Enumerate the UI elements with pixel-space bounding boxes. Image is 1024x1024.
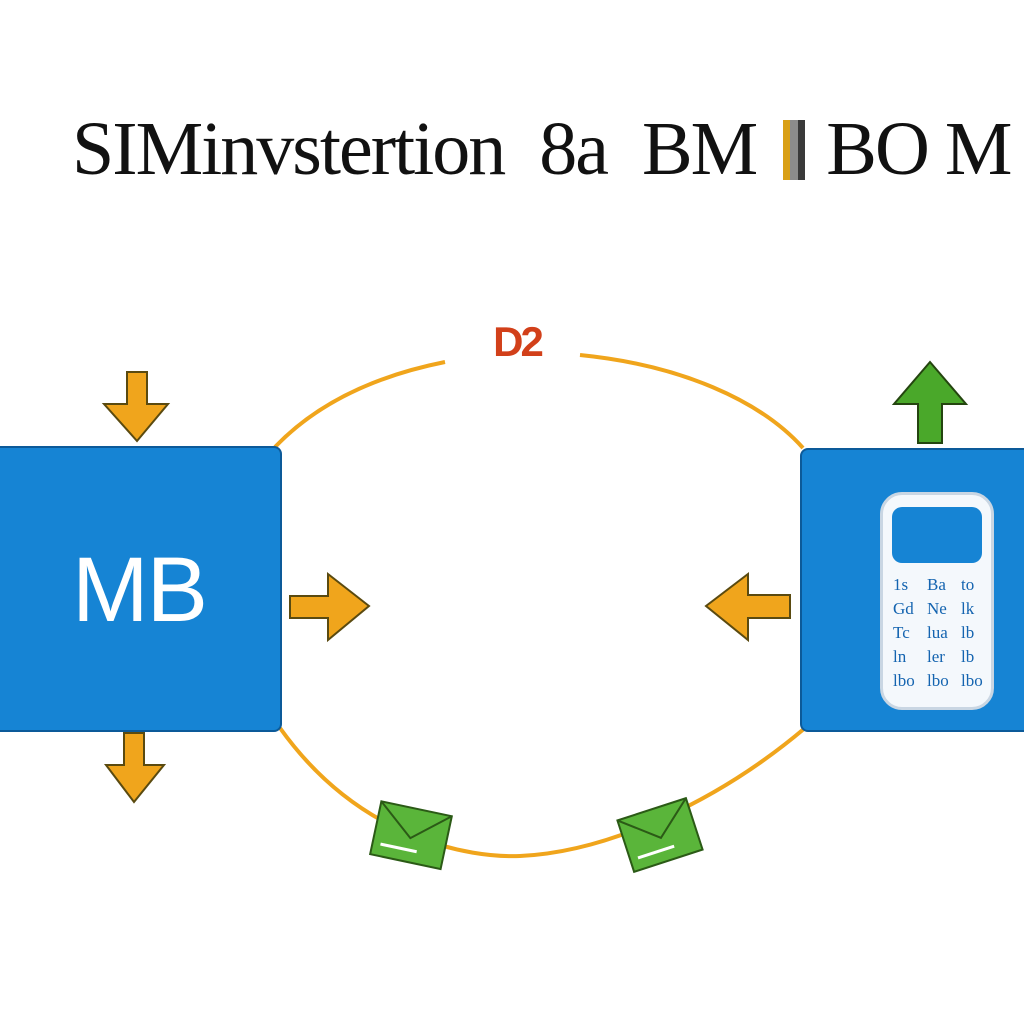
diagram-title: SIMinvstertion 8a BM BO M: [0, 104, 1024, 194]
title-part-4: BO M: [826, 107, 1012, 191]
phone-key: lb: [961, 623, 975, 642]
phone-key: ln: [893, 647, 907, 666]
phone-key: Ne: [927, 599, 947, 618]
cycle-arc-top-right: [579, 353, 805, 450]
phone-key: lbo: [961, 671, 983, 690]
phone-key: ler: [927, 647, 945, 666]
title-part-1: SIMinvstertion: [72, 107, 506, 191]
arrow-right-center-icon: [289, 571, 371, 643]
phone-key: Gd: [893, 599, 914, 618]
arrow-up-top-right-icon: [891, 360, 969, 444]
left-node-label: MB: [72, 539, 208, 641]
phone-key: lbo: [927, 671, 949, 690]
phone-key: Ba: [927, 575, 946, 594]
phone-key: lb: [961, 647, 975, 666]
phone-key: Tc: [893, 623, 910, 642]
cycle-arc-bottom: [278, 726, 807, 859]
arrow-left-center-icon: [704, 571, 791, 643]
bar-mark-icon: [783, 120, 806, 180]
title-part-3: BM: [641, 107, 758, 191]
arrow-down-bottom-left-icon: [103, 732, 167, 804]
phone-key: to: [961, 575, 975, 594]
phone-key: 1s: [893, 575, 909, 594]
cycle-arc-top-left: [273, 360, 446, 449]
envelope-left-icon: [368, 800, 453, 871]
phone-key: lua: [927, 623, 948, 642]
phone-key: lbo: [893, 671, 915, 690]
title-part-2: 8a: [539, 107, 609, 191]
envelope-right-icon: [616, 796, 704, 874]
arrow-down-top-left-icon: [101, 371, 171, 443]
top-cycle-label: D2: [493, 318, 544, 365]
phone-key: lk: [961, 599, 975, 618]
phone-screen: [892, 507, 982, 563]
left-node-box: MB: [0, 446, 282, 732]
